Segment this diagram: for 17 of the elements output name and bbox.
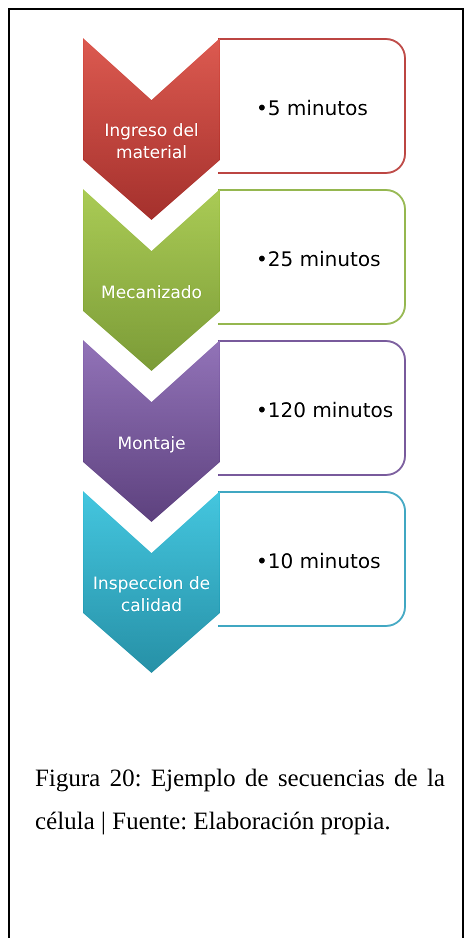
- chevron-step: [83, 340, 220, 522]
- chevron-step: [83, 38, 220, 220]
- figure-caption: Figura 20: Ejemplo de secuencias de la célula | Fuente: Elaboración propia.: [35, 764, 445, 837]
- duration-text: •25 minutos: [256, 247, 382, 271]
- duration-box: [218, 340, 406, 476]
- step-label: Montaje: [117, 432, 186, 456]
- step-label: Ingreso del material: [103, 120, 200, 164]
- duration-box: [218, 491, 406, 627]
- duration-box: [218, 38, 406, 174]
- duration-box: [218, 189, 406, 325]
- duration-text: •5 minutos: [256, 96, 369, 120]
- step-label: Mecanizado: [101, 282, 202, 304]
- chevron-step: [83, 491, 220, 673]
- duration-text: •10 minutos: [256, 549, 382, 573]
- step-label: Inspeccion de calidad: [92, 572, 212, 618]
- duration-text: •120 minutos: [256, 398, 394, 422]
- chevron-step: [83, 189, 220, 371]
